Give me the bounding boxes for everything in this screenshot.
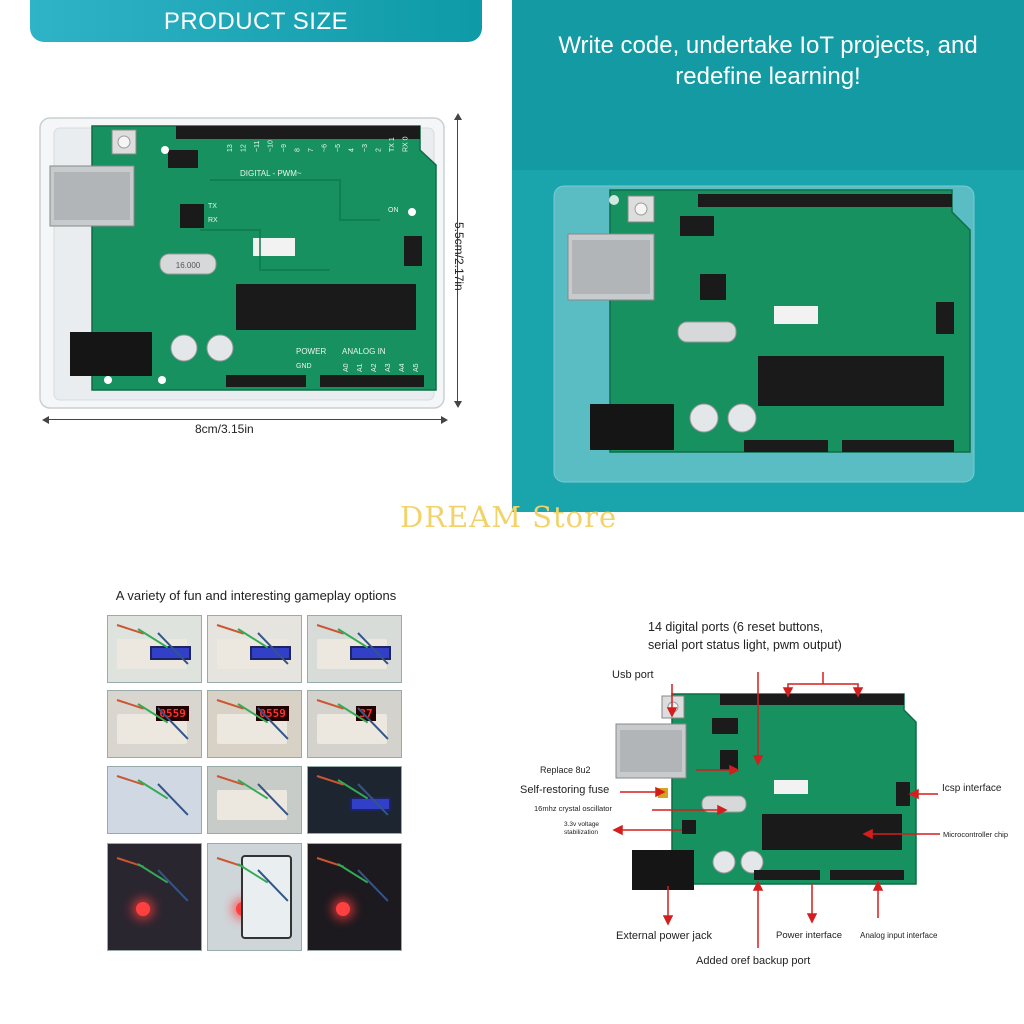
top-pin-label: 12 <box>241 144 248 152</box>
top-pin-label: ~6 <box>322 144 329 152</box>
red-led-glow <box>335 902 350 917</box>
gameplay-thumbnail <box>307 615 402 683</box>
crystal-oscillator-label: 16mhz crystal oscillator <box>534 804 612 813</box>
jumper-wire <box>157 869 189 902</box>
oref-backup-port-label: Added oref backup port <box>696 955 811 967</box>
analog-silkscreen: ANALOG IN <box>342 347 386 356</box>
jumper-wire <box>357 869 389 902</box>
top-pin-label: ~9 <box>281 144 288 152</box>
analog-pin-label: A1 <box>357 363 364 372</box>
gameplay-thumbnail <box>207 615 302 683</box>
jumper-wire <box>157 783 189 816</box>
top-pin-label: ~3 <box>362 144 369 152</box>
usb-port-label: Usb port <box>612 669 654 681</box>
board-photo-promo <box>512 170 1024 512</box>
on-silkscreen: ON <box>388 207 399 214</box>
dimension-arrow-right-icon <box>441 416 448 424</box>
self-restoring-fuse-label: Self-restoring fuse <box>520 784 610 796</box>
promo-headline-line2: redefine learning! <box>675 63 861 90</box>
gameplay-thumbnail: 0559 <box>107 690 202 758</box>
tx-silkscreen: TX <box>208 203 217 210</box>
power-silkscreen: POWER <box>296 347 326 356</box>
gameplay-thumbnail <box>307 766 402 834</box>
voltage-label-line2: stabilization <box>564 829 598 836</box>
gameplay-thumbnail <box>307 843 402 951</box>
gameplay-thumbnail <box>207 843 302 951</box>
analog-pin-label: A0 <box>343 363 350 372</box>
analog-input-interface-label: Analog input interface <box>860 931 938 940</box>
top-pin-label: 8 <box>295 148 302 152</box>
port-annotation-panel: 14 digital ports (6 reset buttons, seria… <box>512 512 1024 1024</box>
top-pin-label: 13 <box>227 144 234 152</box>
digital-silkscreen: DIGITAL - PWM~ <box>240 169 302 178</box>
gameplay-title: A variety of fun and interesting gamepla… <box>115 588 397 603</box>
dimension-arrow-down-icon <box>454 401 462 408</box>
dimension-arrow-up-icon <box>454 113 462 120</box>
gameplay-thumbnail: 37 <box>307 690 402 758</box>
top-pin-label: ~5 <box>335 144 342 152</box>
promo-headline: Write code, undertake IoT projects, and … <box>512 30 1024 92</box>
crystal-label: 16.000 <box>176 261 201 270</box>
top-pin-label: ~11 <box>254 141 261 152</box>
top-pin-label: ~10 <box>268 140 275 152</box>
microcontroller-chip-label: Microcontroller chip <box>943 830 1009 839</box>
replace-8u2-label: Replace 8u2 <box>540 765 591 775</box>
gameplay-panel: A variety of fun and interesting gamepla… <box>0 512 512 1024</box>
gameplay-thumbnail: 0559 <box>207 690 302 758</box>
height-label: 5.5cm/2.17in <box>452 222 466 291</box>
top-pin-label: 2 <box>376 148 383 152</box>
height-dimension-line <box>457 116 458 406</box>
analog-pin-label: A2 <box>371 363 378 372</box>
dimension-arrow-left-icon <box>42 416 49 424</box>
promo-headline-line1: Write code, undertake IoT projects, and <box>558 32 978 59</box>
power-interface-label: Power interface <box>776 930 843 941</box>
gnd-silkscreen: GND <box>296 363 312 370</box>
voltage-label-line1: 3.3v voltage <box>564 821 600 828</box>
external-power-jack-label: External power jack <box>616 930 712 942</box>
annotation-arrows <box>612 672 940 948</box>
top-pin-labels: 13 12 ~11 ~10 ~9 8 7 ~6 ~5 4 ~3 2 TX 1 RX 0 A0 A1 A2 A3 A4… <box>227 136 420 372</box>
gameplay-thumbnail <box>107 843 202 951</box>
store-watermark: DREAM Store <box>400 500 618 534</box>
breadboard <box>217 790 288 820</box>
icsp-interface-label: Icsp interface <box>942 783 1002 794</box>
board-illustration-size: 16.000 DIGITAL - PWM~ POWER ANALOG IN GN… <box>49 125 437 391</box>
analog-pin-label: A4 <box>399 363 406 372</box>
digital-ports-label-line2: serial port status light, pwm output) <box>648 638 842 652</box>
promo-panel: Write code, undertake IoT projects, and … <box>512 0 1024 512</box>
product-size-panel: PRODUCT SIZE 16.000 <box>0 0 512 512</box>
gameplay-thumbnail <box>107 615 202 683</box>
rx-silkscreen: RX <box>208 217 218 224</box>
width-dimension-line <box>45 419 445 420</box>
top-pin-label: RX 0 <box>403 136 410 152</box>
top-pin-label: 4 <box>349 148 356 152</box>
board-with-base-image: 16.000 DIGITAL - PWM~ POWER ANALOG IN GN… <box>39 117 445 409</box>
digital-ports-label-line1: 14 digital ports (6 reset buttons, <box>648 620 824 634</box>
top-pin-label: 7 <box>308 148 315 152</box>
gameplay-thumbnail <box>207 766 302 834</box>
red-led-glow <box>135 902 150 917</box>
top-pin-label: TX 1 <box>389 137 396 152</box>
analog-pin-label: A3 <box>385 363 392 372</box>
analog-pin-label: A5 <box>413 363 420 372</box>
gameplay-thumbnail <box>107 766 202 834</box>
width-label: 8cm/3.15in <box>195 422 254 436</box>
product-size-banner: PRODUCT SIZE <box>30 0 482 42</box>
